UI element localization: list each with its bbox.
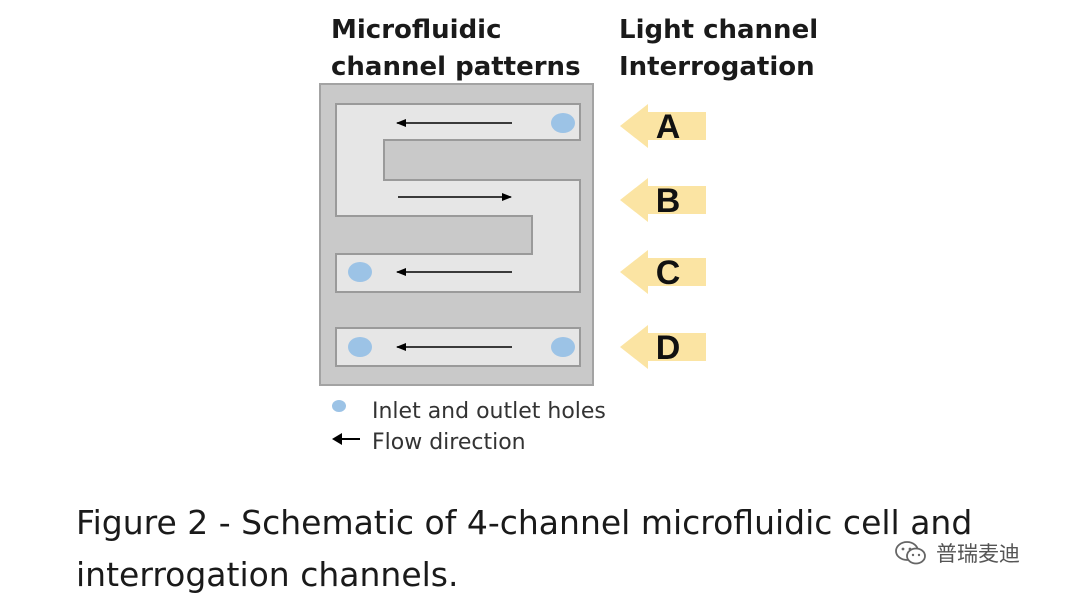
channel-d-left-hole xyxy=(348,337,372,357)
legend-holes-label: Inlet and outlet holes xyxy=(372,399,606,424)
channel-c-outlet-hole xyxy=(348,262,372,282)
watermark: 普瑞麦迪 xyxy=(894,538,1020,568)
channel-label-b: B xyxy=(656,182,681,220)
hole-icon xyxy=(332,400,346,412)
channel-d-right-hole xyxy=(551,337,575,357)
legend-flow-label: Flow direction xyxy=(372,430,526,455)
interrogation-header: Light channel Interrogation xyxy=(619,15,819,82)
serpentine-channel xyxy=(335,103,581,293)
channel-a-outlet-hole xyxy=(551,113,575,133)
wechat-icon xyxy=(895,541,926,565)
light-arrow-d xyxy=(620,325,706,369)
light-arrow-a xyxy=(620,104,706,148)
figure-caption: Figure 2 - Schematic of 4-channel microf… xyxy=(76,503,973,594)
arrow-left-icon xyxy=(332,433,360,445)
patterns-header: Microfluidic channel patterns xyxy=(331,15,581,82)
channel-label-c: C xyxy=(656,254,681,292)
watermark-text: 普瑞麦迪 xyxy=(936,542,1020,566)
light-arrow-c xyxy=(620,250,706,294)
channel-label-a: A xyxy=(656,108,681,146)
channel-label-d: D xyxy=(656,329,681,367)
light-arrow-b xyxy=(620,178,706,222)
channel-d xyxy=(335,327,581,367)
